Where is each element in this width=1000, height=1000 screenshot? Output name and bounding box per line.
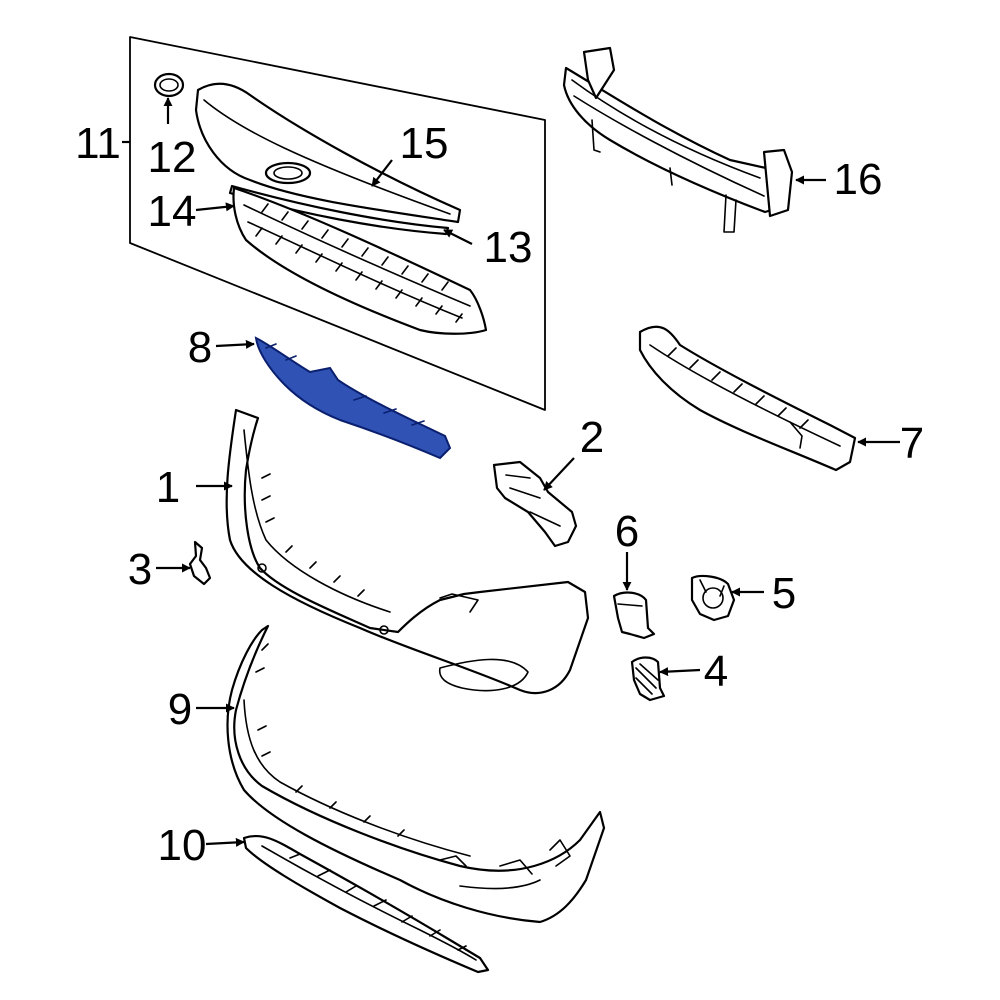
callout-1: 1 xyxy=(156,463,180,512)
part-15-grille-panel[interactable] xyxy=(194,82,462,224)
callout-5: 5 xyxy=(772,569,796,618)
part-16-reinforcement-beam[interactable] xyxy=(562,46,794,233)
part-3-clip[interactable] xyxy=(188,540,212,586)
part-14-grille-mesh[interactable] xyxy=(232,186,488,335)
part-9-lower-valance[interactable] xyxy=(226,624,606,924)
part-5-sensor[interactable] xyxy=(690,574,736,622)
part-6-sensor-cover[interactable] xyxy=(612,591,656,640)
part-7-energy-absorber[interactable] xyxy=(638,325,857,472)
part-4-sensor-holder[interactable] xyxy=(630,656,666,702)
callout-13: 13 xyxy=(484,223,533,272)
callout-2: 2 xyxy=(580,413,604,462)
leader-13 xyxy=(443,229,473,245)
leader-4 xyxy=(659,667,701,677)
callout-6: 6 xyxy=(615,507,639,556)
part-10-lower-grille[interactable] xyxy=(242,834,490,974)
part-1-bumper-cover[interactable] xyxy=(225,408,590,695)
callout-8: 8 xyxy=(188,323,212,372)
part-8-bracket-highlighted[interactable] xyxy=(254,336,452,460)
callout-10: 10 xyxy=(158,821,207,870)
grille-assembly-box xyxy=(129,36,546,411)
callout-16: 16 xyxy=(834,155,883,204)
leader-2 xyxy=(543,457,575,491)
part-2-bracket[interactable] xyxy=(492,460,578,548)
leader-14 xyxy=(195,202,235,212)
callout-14: 14 xyxy=(148,187,197,236)
callout-7: 7 xyxy=(900,419,924,468)
callout-11: 11 xyxy=(75,119,121,168)
leader-10 xyxy=(205,837,245,847)
callout-3: 3 xyxy=(128,545,152,594)
callout-15: 15 xyxy=(400,119,449,168)
part-12-emblem[interactable] xyxy=(153,72,185,98)
callout-4: 4 xyxy=(704,647,728,696)
leader-8 xyxy=(215,339,255,349)
callout-12: 12 xyxy=(148,133,197,182)
callout-9: 9 xyxy=(168,685,192,734)
leader-15 xyxy=(371,159,393,187)
